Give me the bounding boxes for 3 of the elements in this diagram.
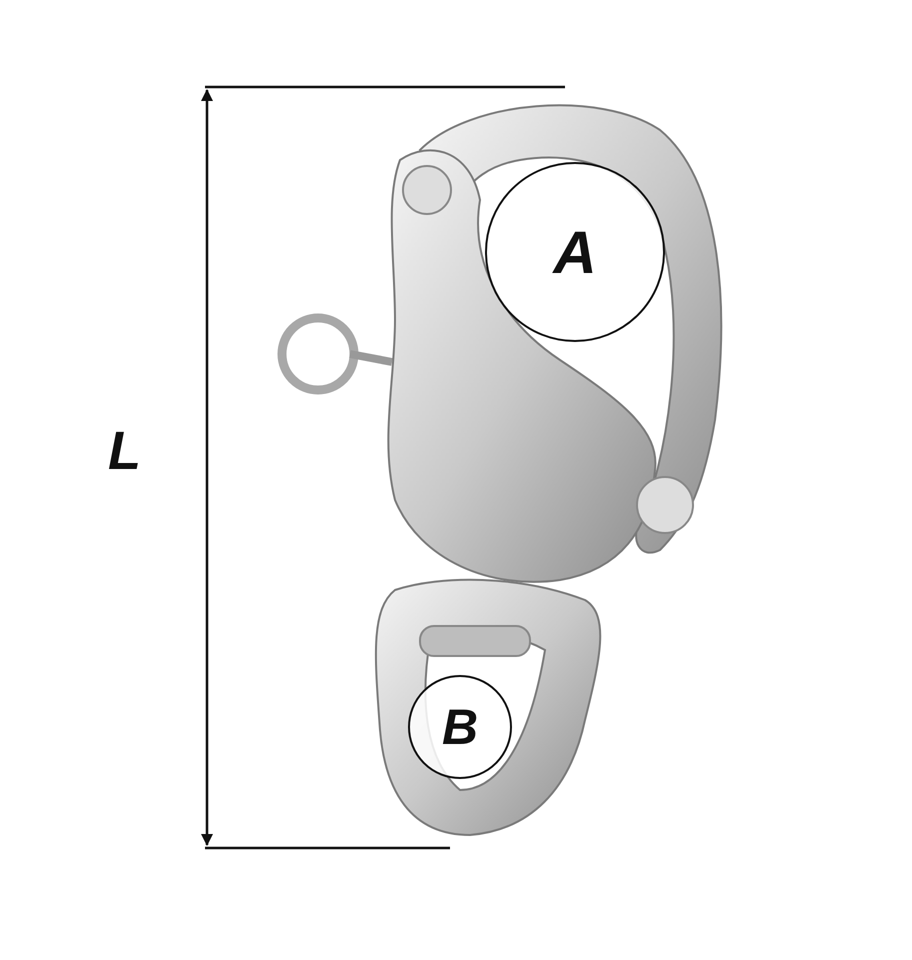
dimension-label: L (108, 424, 141, 478)
dimension-letter: A (553, 218, 597, 286)
dimension-letter: B (442, 698, 478, 756)
